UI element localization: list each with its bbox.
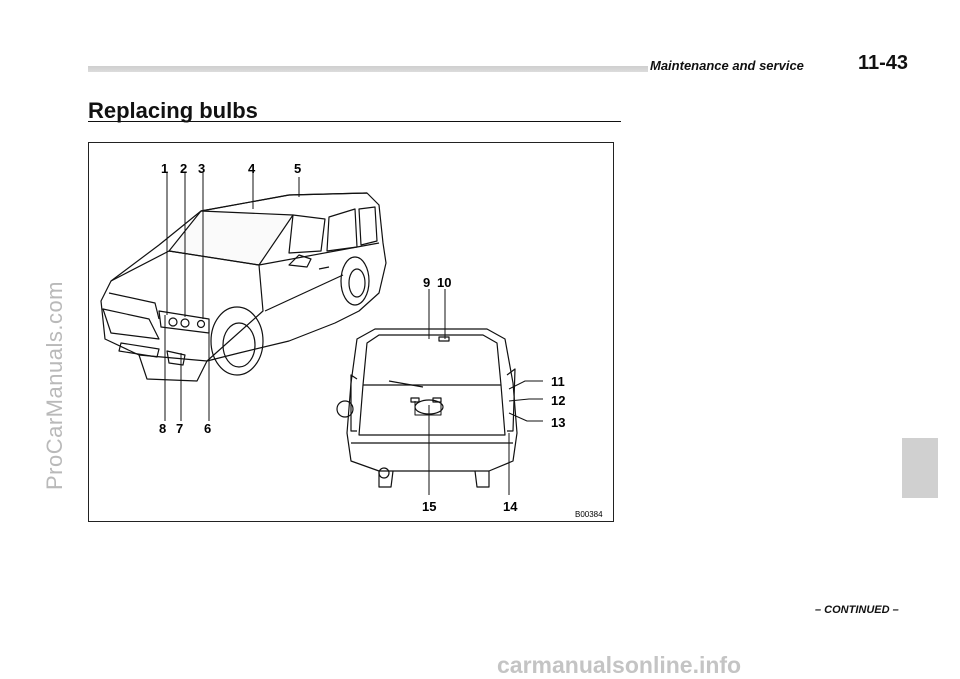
running-header: Maintenance and service <box>650 58 804 73</box>
continued-note: – CONTINUED – <box>815 604 899 616</box>
callout-6: 6 <box>204 421 211 436</box>
bulb-location-figure: 1 2 3 4 5 6 7 8 9 10 11 12 13 14 15 B003… <box>88 142 614 522</box>
side-watermark: ProCarManuals.com <box>42 280 67 490</box>
figure-code: B00384 <box>575 510 603 519</box>
callout-1: 1 <box>161 161 168 176</box>
bottom-watermark: carmanualsonline.info <box>497 652 742 678</box>
section-title: Replacing bulbs <box>88 98 258 123</box>
callout-4: 4 <box>248 161 256 176</box>
rear-view-vehicle <box>336 328 518 488</box>
callout-8: 8 <box>159 421 166 436</box>
callout-7: 7 <box>176 421 183 436</box>
callout-10: 10 <box>437 275 451 290</box>
front-view-vehicle <box>100 192 387 382</box>
callout-5: 5 <box>294 161 301 176</box>
section-rule <box>88 121 621 122</box>
callout-2: 2 <box>180 161 187 176</box>
callout-12: 12 <box>551 393 565 408</box>
callout-14: 14 <box>503 499 518 514</box>
callout-9: 9 <box>423 275 430 290</box>
vehicle-illustration: 1 2 3 4 5 6 7 8 9 10 11 12 13 14 15 B003… <box>100 161 603 519</box>
callout-13: 13 <box>551 415 565 430</box>
leader-lines <box>164 173 543 495</box>
section-tab <box>902 438 938 498</box>
callout-11: 11 <box>551 374 565 389</box>
callout-15: 15 <box>422 499 436 514</box>
header-rule <box>88 66 648 72</box>
callout-3: 3 <box>198 161 205 176</box>
page-number: 11-43 <box>858 52 909 74</box>
